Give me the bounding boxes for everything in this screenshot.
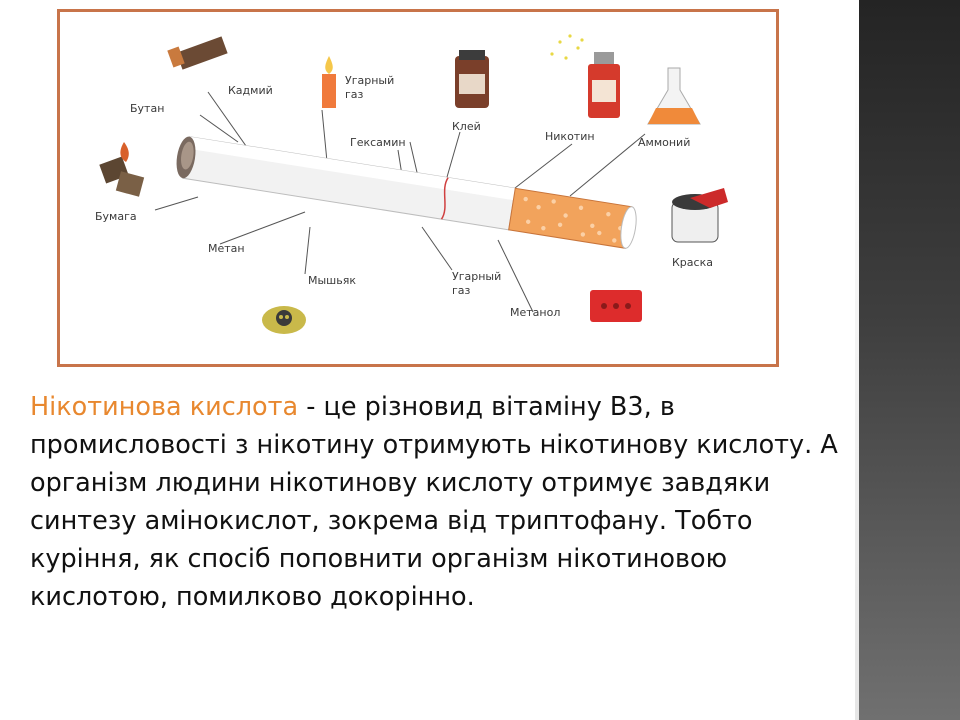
label-carbon-monoxide-top-1: Угарный bbox=[345, 74, 394, 87]
candle-icon bbox=[322, 56, 336, 108]
paint-bucket-icon bbox=[671, 188, 728, 243]
side-decoration-strip bbox=[855, 0, 960, 720]
cigarette-diagram: Кадмий Угарный газ Бутан Гексамин Клей Н… bbox=[95, 34, 728, 334]
arsenic-skull-icon bbox=[262, 306, 306, 334]
cigarette-chemicals-figure: Кадмий Угарный газ Бутан Гексамин Клей Н… bbox=[57, 9, 779, 367]
label-methane: Метан bbox=[208, 242, 245, 255]
label-arsenic: Мышьяк bbox=[308, 274, 356, 287]
label-carbon-monoxide-top-2: газ bbox=[345, 88, 364, 101]
highlighted-term: Нікотинова кислота bbox=[30, 392, 299, 422]
label-carbon-monoxide-bottom-1: Угарный bbox=[452, 270, 501, 283]
description-paragraph: Нікотинова кислота - це різновид вітамін… bbox=[30, 388, 845, 616]
label-paint: Краска bbox=[672, 256, 713, 269]
spray-can-icon bbox=[550, 34, 620, 118]
label-glue: Клей bbox=[452, 120, 481, 133]
cadmium-battery-icon bbox=[167, 36, 228, 70]
glue-jar-icon bbox=[455, 50, 489, 108]
label-methanol: Метанол bbox=[510, 306, 560, 319]
flask-icon bbox=[647, 67, 701, 125]
label-ammonia: Аммоний bbox=[638, 136, 690, 149]
paragraph-text: - це різновид вітаміну В3, в промисловос… bbox=[30, 392, 838, 612]
label-paper: Бумага bbox=[95, 210, 137, 223]
label-hexamine: Гексамин bbox=[350, 136, 406, 149]
label-butane: Бутан bbox=[130, 102, 164, 115]
label-carbon-monoxide-bottom-2: газ bbox=[452, 284, 471, 297]
label-cadmium: Кадмий bbox=[228, 84, 273, 97]
methanol-brick-icon bbox=[590, 290, 642, 322]
label-nicotine: Никотин bbox=[545, 130, 595, 143]
lighter-icon bbox=[99, 142, 145, 197]
cigarette bbox=[176, 136, 637, 249]
